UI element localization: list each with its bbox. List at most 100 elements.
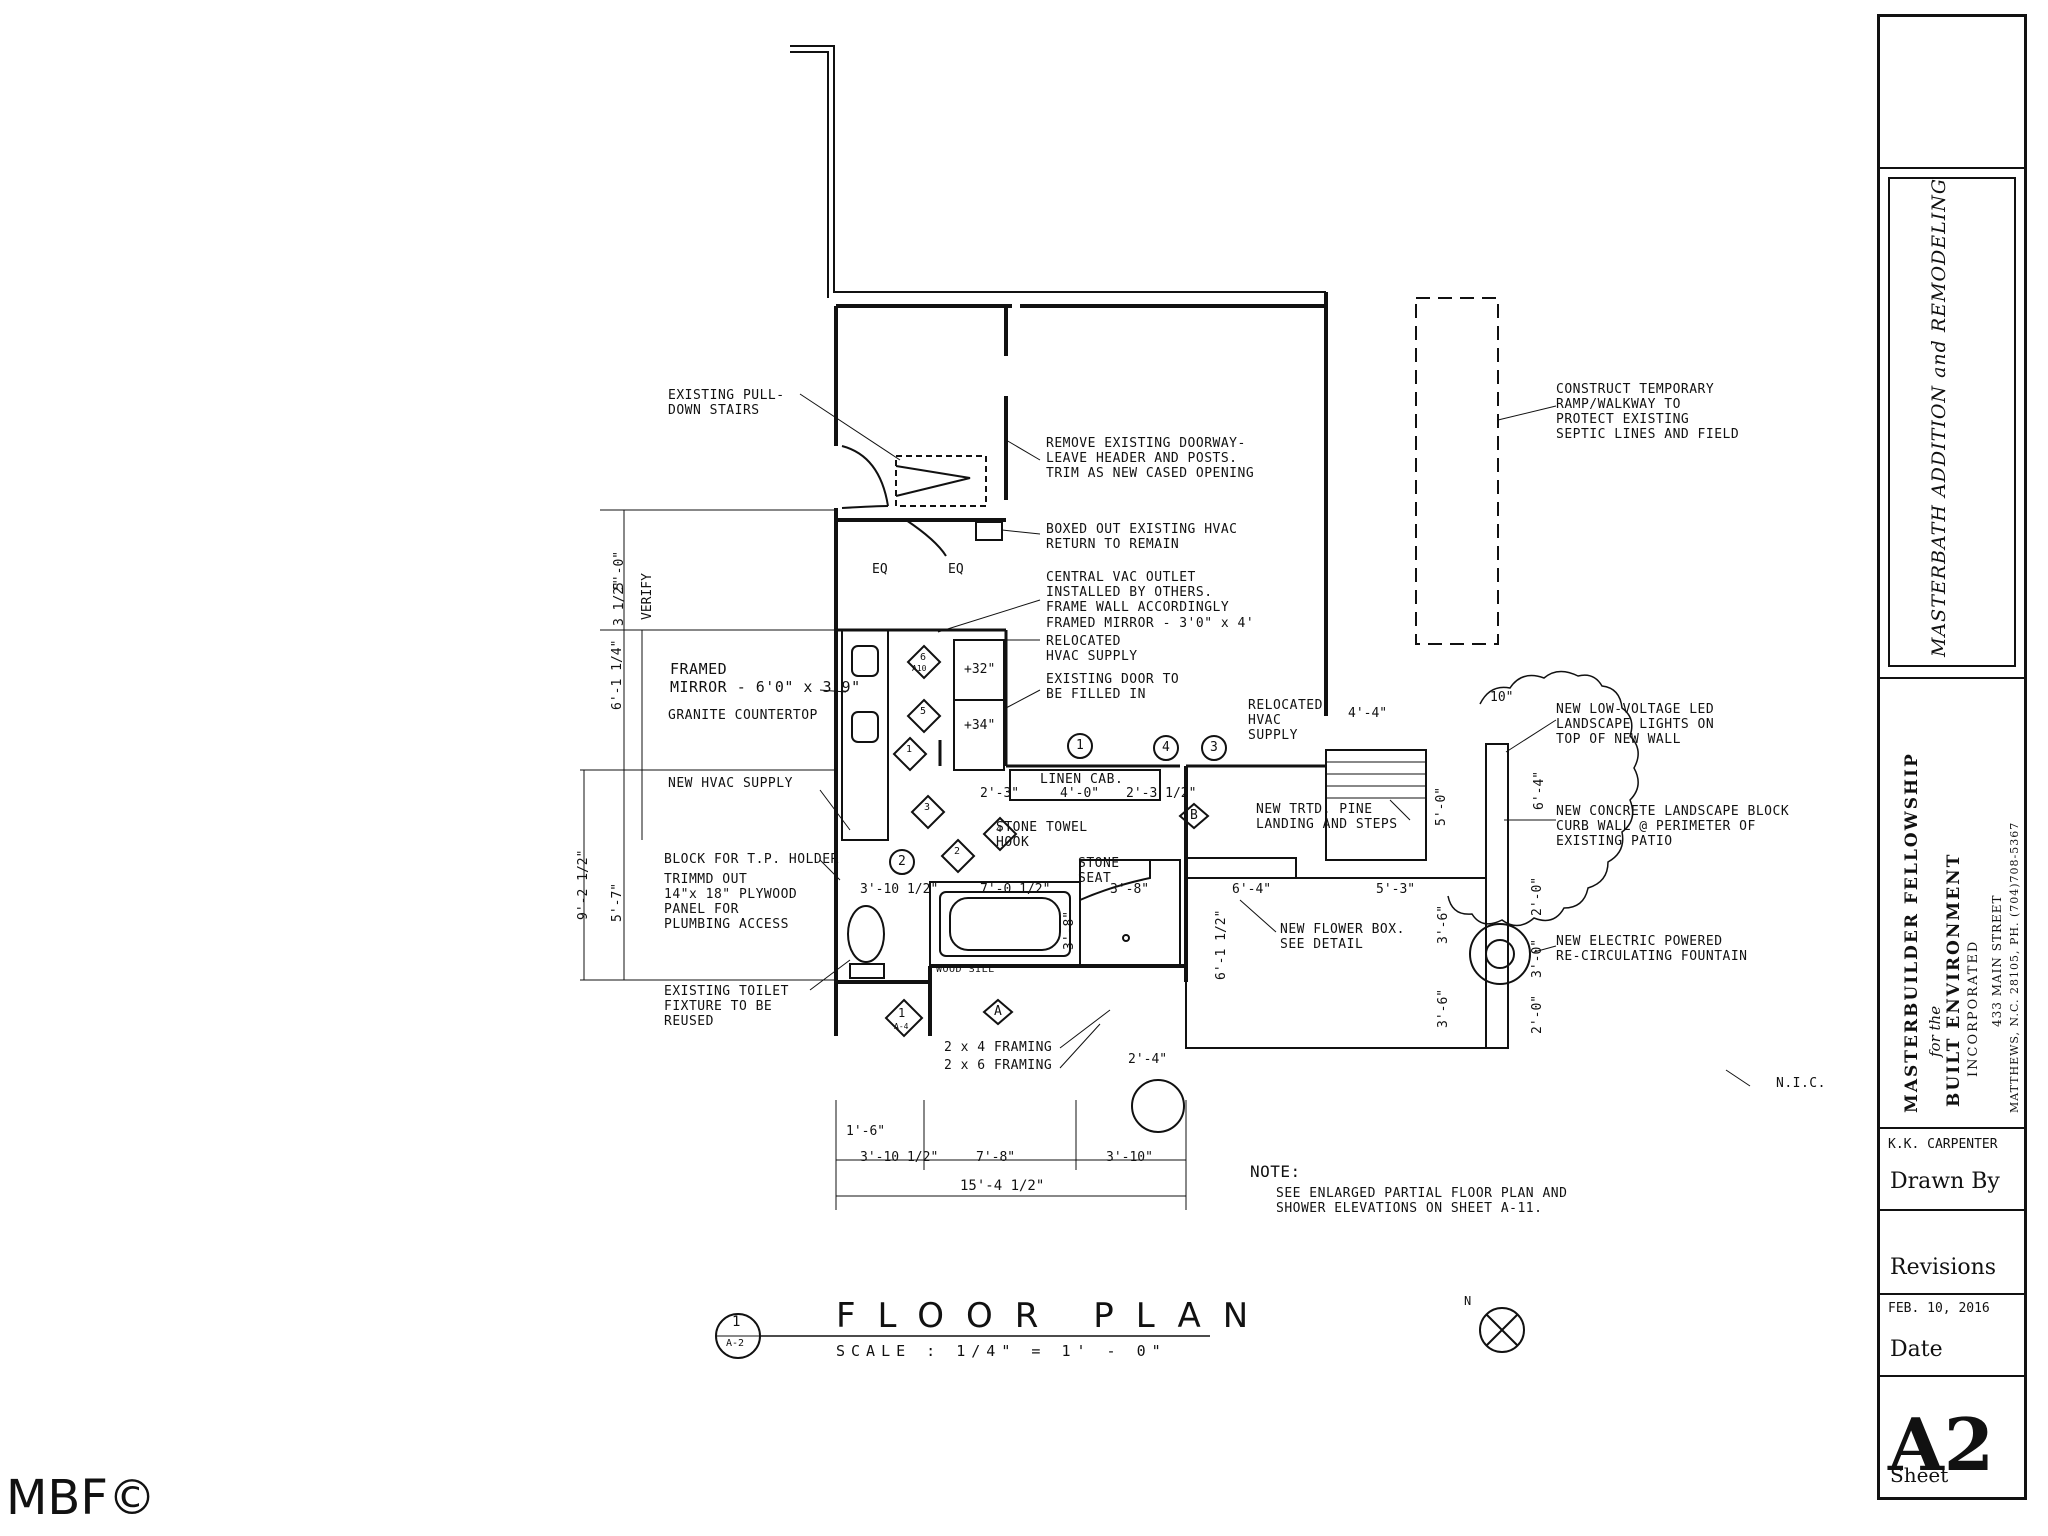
existing-exterior-wall-inner [790,51,829,298]
bathtub-inner [949,897,1061,951]
pull-down-stairs [895,455,987,507]
room-tag-1 [1067,733,1093,759]
landscape-outline [1447,670,1639,927]
dim-2-3b: 2'-3 1/2" [1126,786,1197,801]
label-stone-towel-hook: STONE TOWEL HOOK [996,820,1088,850]
elev-sheet-a4: A-4 [894,1022,909,1031]
watermark: MBF© [6,1470,156,1526]
label-2x6-framing: 2 x 6 FRAMING [944,1058,1053,1073]
landing-steps [1325,749,1427,861]
label-eq-2: EQ [948,562,964,577]
date-value: FEB. 10, 2016 [1888,1301,1990,1316]
drawing-callout-sheet: A-2 [726,1338,745,1349]
firm-name-line4: INCORPORATED [1966,939,1981,1077]
label-led-lights: NEW LOW-VOLTAGE LED LANDSCAPE LIGHTS ON … [1556,702,1715,747]
dim-5-7: 5'-7" [610,882,625,922]
date-label: Date [1890,1337,1943,1362]
elev-sheet-a10: A10 [912,664,927,673]
dim-tub-width: 7'-0 1/2" [980,882,1051,897]
dim-2-4: 2'-4" [1128,1052,1168,1067]
dim-2-0a: 2'-0" [1530,876,1545,916]
linen-cabinet [1009,769,1161,801]
dim-plus32: +32" [964,662,996,677]
elev-4: 4 [996,824,1003,835]
label-curb-wall: NEW CONCRETE LANDSCAPE BLOCK CURB WALL @… [1556,804,1790,849]
dim-2-0b: 2'-0" [1530,994,1545,1034]
curb-wall [1485,743,1509,1049]
elev-3: 3 [924,802,931,813]
shrub [1131,1079,1185,1133]
toilet-bowl [847,905,885,963]
label-existing-toilet: EXISTING TOILET FIXTURE TO BE REUSED [664,984,789,1029]
room-number-2: 2 [898,854,906,869]
door-swing [841,505,889,509]
dim-3-6a: 3'-6" [1436,904,1451,944]
room-number-3: 3 [1210,740,1218,755]
label-central-vac: CENTRAL VAC OUTLET INSTALLED BY OTHERS. … [1046,570,1230,615]
drawn-by-label: Drawn By [1890,1169,2000,1194]
dim-2-3: 2'-3" [980,786,1020,801]
toilet-tank [849,963,885,979]
pull-down-stairs-arrow [895,465,971,497]
label-remove-doorway: REMOVE EXISTING DOORWAY- LEAVE HEADER AN… [1046,436,1255,481]
room-tag-3 [1201,735,1227,761]
label-relocated-hvac: RELOCATED HVAC SUPPLY [1046,634,1138,664]
tag-a [982,998,1014,1026]
project-title: MASTERBATH ADDITION and REMODELING [1928,177,1950,657]
dim-3-5-left: 3 1/2" [612,579,627,626]
hvac-return [975,521,1003,541]
stone-seat [1079,859,1151,902]
dim-4-0: 4'-0" [1060,786,1100,801]
north-arrow [1479,1307,1525,1353]
sink [851,711,879,743]
dim-bottom-right: 3'-10" [1106,1150,1153,1165]
label-boxed-hvac: BOXED OUT EXISTING HVAC RETURN TO REMAIN [1046,522,1238,552]
label-verify: VERIFY [640,573,655,620]
sheet-label: Sheet [1890,1463,1949,1487]
label-temp-ramp: CONSTRUCT TEMPORARY RAMP/WALKWAY TO PROT… [1556,382,1740,442]
leader-lines [799,393,1751,1087]
temporary-ramp [1415,297,1499,645]
label-block-tp: BLOCK FOR T.P. HOLDER [664,852,839,867]
label-eq-1: EQ [872,562,888,577]
dim-1-6: 1'-6" [846,1124,886,1139]
label-nic: N.I.C. [1776,1076,1826,1091]
elev-main-number: 1 [898,1006,906,1020]
dim-6-1: 6'-1 1/2" [1214,909,1229,980]
stair-treads [1326,761,1426,799]
note-body: SEE ENLARGED PARTIAL FLOOR PLAN AND SHOW… [1276,1186,1568,1216]
note-heading: NOTE: [1250,1162,1301,1181]
firm-address-line2: MATTHEWS, N.C. 28105, PH. (704)708-5367 [2008,821,2021,1113]
cabinet [953,639,1005,771]
label-wood-sill: WOOD SILL [936,964,995,975]
revisions-label: Revisions [1890,1255,1997,1280]
firm-name-line1: MASTERBUILDER FELLOWSHIP [1902,752,1922,1113]
drawn-by-name: K.K. CARPENTER [1888,1137,1998,1152]
room-number-4: 4 [1162,740,1170,755]
room-number-1: 1 [1076,738,1084,753]
label-linen-cab: LINEN CAB. [1040,772,1124,787]
bathtub [939,891,1071,957]
label-new-flower-box: NEW FLOWER BOX. SEE DETAIL [1280,922,1405,952]
tag-a-label: A [994,1004,1002,1019]
dim-10: 10" [1490,690,1514,705]
dim-9-2: 9'-2 1/2" [576,849,591,920]
vanity-counter [841,629,889,841]
dim-bottom-mid: 7'-8" [976,1150,1016,1165]
elev-1: 1 [906,744,913,755]
dim-4-4: 4'-4" [1348,706,1388,721]
dim-5-3: 5'-3" [1376,882,1416,897]
room-tag-4 [1153,735,1179,761]
label-2x4-framing: 2 x 4 FRAMING [944,1040,1053,1055]
firm-name-line2: for the [1926,1005,1944,1057]
dim-bottom-left: 3'-10 1/2" [860,1150,939,1165]
fountain [1469,923,1531,985]
dim-3-10: 3'-10 1/2" [860,882,939,897]
dimension-lines [580,509,1187,1210]
firm-name-line3: BUILT ENVIRONMENT [1944,852,1964,1107]
label-existing-door: EXISTING DOOR TO BE FILLED IN [1046,672,1180,702]
drawing-callout-number: 1 [732,1314,741,1330]
plan-title: FLOOR PLAN [836,1296,1271,1336]
door-swing [905,519,947,557]
dim-5-0: 5'-0" [1434,786,1449,826]
